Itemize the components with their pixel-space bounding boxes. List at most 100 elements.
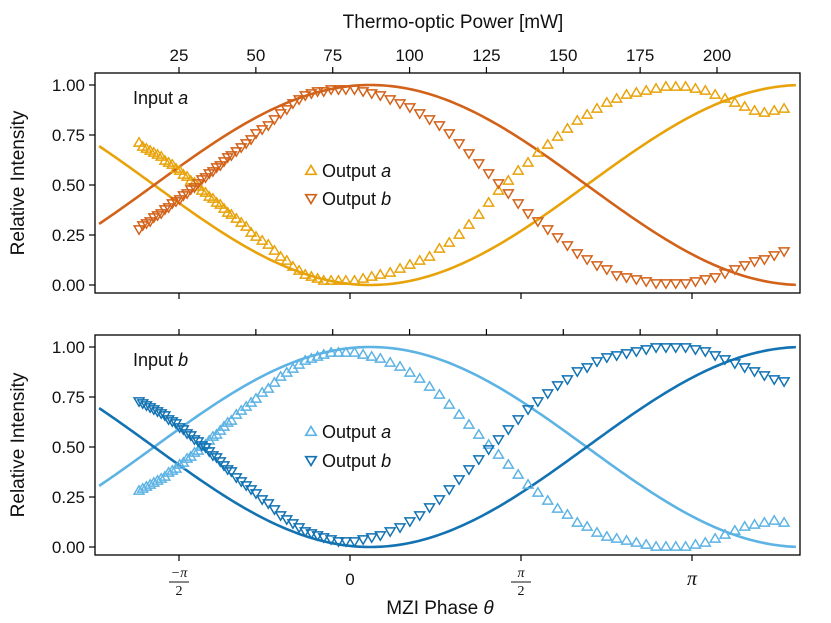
data-point xyxy=(268,115,281,126)
legend-label-text: Output xyxy=(322,422,376,442)
data-point xyxy=(162,203,175,214)
panel-b-y-axis-title: Relative Intensity xyxy=(8,372,29,517)
data-point xyxy=(154,472,168,483)
data-point xyxy=(689,345,702,356)
panel-a-frame xyxy=(94,72,801,294)
data-point xyxy=(600,265,614,276)
data-point xyxy=(482,196,495,207)
data-point xyxy=(374,352,387,363)
data-point xyxy=(767,514,781,525)
data-point xyxy=(590,261,604,272)
data-point xyxy=(132,136,146,147)
y-tick-label: 1.00 xyxy=(52,338,85,357)
data-point xyxy=(188,446,201,457)
panel-a-legend: Output a Output b xyxy=(304,161,391,209)
legend-marker-output-a xyxy=(304,424,318,437)
data-point xyxy=(777,102,791,113)
data-point xyxy=(748,104,761,115)
data-point xyxy=(659,279,673,290)
data-point xyxy=(669,279,683,290)
data-point xyxy=(679,80,692,91)
y-tick-label: 0.75 xyxy=(52,388,85,407)
data-point xyxy=(383,527,397,538)
data-point xyxy=(249,489,263,500)
data-point xyxy=(571,249,584,260)
data-point xyxy=(738,363,751,374)
legend-label-var: b xyxy=(381,451,391,471)
data-point xyxy=(767,375,781,386)
data-point xyxy=(659,540,673,551)
y-tick-label: 0.75 xyxy=(52,126,85,145)
data-point xyxy=(221,416,234,427)
data-point xyxy=(639,277,653,288)
data-point xyxy=(758,255,771,266)
data-point xyxy=(356,272,370,283)
fit-line-series-0 xyxy=(98,83,796,287)
data-point xyxy=(748,518,761,529)
data-point xyxy=(482,445,495,456)
data-point xyxy=(767,251,781,262)
data-point xyxy=(292,95,306,106)
data-point xyxy=(365,533,378,544)
data-point xyxy=(180,170,194,181)
data-point xyxy=(225,467,238,478)
legend-label-output-a: Output a xyxy=(322,161,391,181)
data-point xyxy=(551,502,564,513)
data-point xyxy=(699,84,712,95)
data-point xyxy=(689,538,702,549)
data-point xyxy=(191,179,205,190)
data-point xyxy=(600,353,614,364)
panel-b-label-var: b xyxy=(178,350,188,370)
data-point xyxy=(610,351,623,362)
data-point xyxy=(339,537,353,548)
data-point xyxy=(728,96,742,107)
data-point xyxy=(413,109,426,120)
data-point xyxy=(502,189,515,200)
data-point xyxy=(214,198,227,209)
legend-label-var: b xyxy=(381,189,391,209)
data-point xyxy=(639,84,653,95)
data-point xyxy=(689,82,702,93)
data-point xyxy=(262,499,275,510)
data-point xyxy=(521,478,535,489)
data-point xyxy=(610,271,623,282)
data-point xyxy=(383,356,397,367)
data-point xyxy=(393,523,407,534)
data-point xyxy=(580,255,594,266)
data-point xyxy=(718,269,732,280)
data-point xyxy=(708,351,722,362)
legend-label-text: Output xyxy=(322,451,376,471)
data-point xyxy=(356,87,370,98)
data-point xyxy=(173,458,186,469)
data-point xyxy=(132,225,146,236)
fit-line-series-1 xyxy=(98,83,796,287)
data-point xyxy=(166,464,179,475)
data-point xyxy=(748,257,761,268)
legend-marker-output-b xyxy=(304,193,318,206)
data-point xyxy=(699,275,712,286)
panel-b-y-ticks: 0.000.250.500.751.00 xyxy=(52,338,95,557)
data-point xyxy=(531,486,545,497)
data-point xyxy=(188,435,201,446)
x-axis-title-var: θ xyxy=(483,598,494,619)
data-point xyxy=(571,367,584,378)
data-point xyxy=(214,161,227,172)
data-point xyxy=(173,423,186,434)
data-point xyxy=(511,415,525,426)
data-point xyxy=(188,183,201,194)
data-point xyxy=(669,343,683,354)
data-point xyxy=(502,425,515,436)
data-point xyxy=(492,448,505,459)
data-point xyxy=(393,360,407,371)
data-point xyxy=(356,348,370,359)
top-axis-title: Thermo-optic Power [mW] xyxy=(343,12,564,33)
data-point xyxy=(374,91,387,102)
data-point xyxy=(332,346,345,357)
data-point xyxy=(699,536,712,547)
data-point xyxy=(348,346,361,357)
data-point xyxy=(403,103,417,114)
data-point xyxy=(262,238,275,249)
data-point xyxy=(298,268,312,279)
